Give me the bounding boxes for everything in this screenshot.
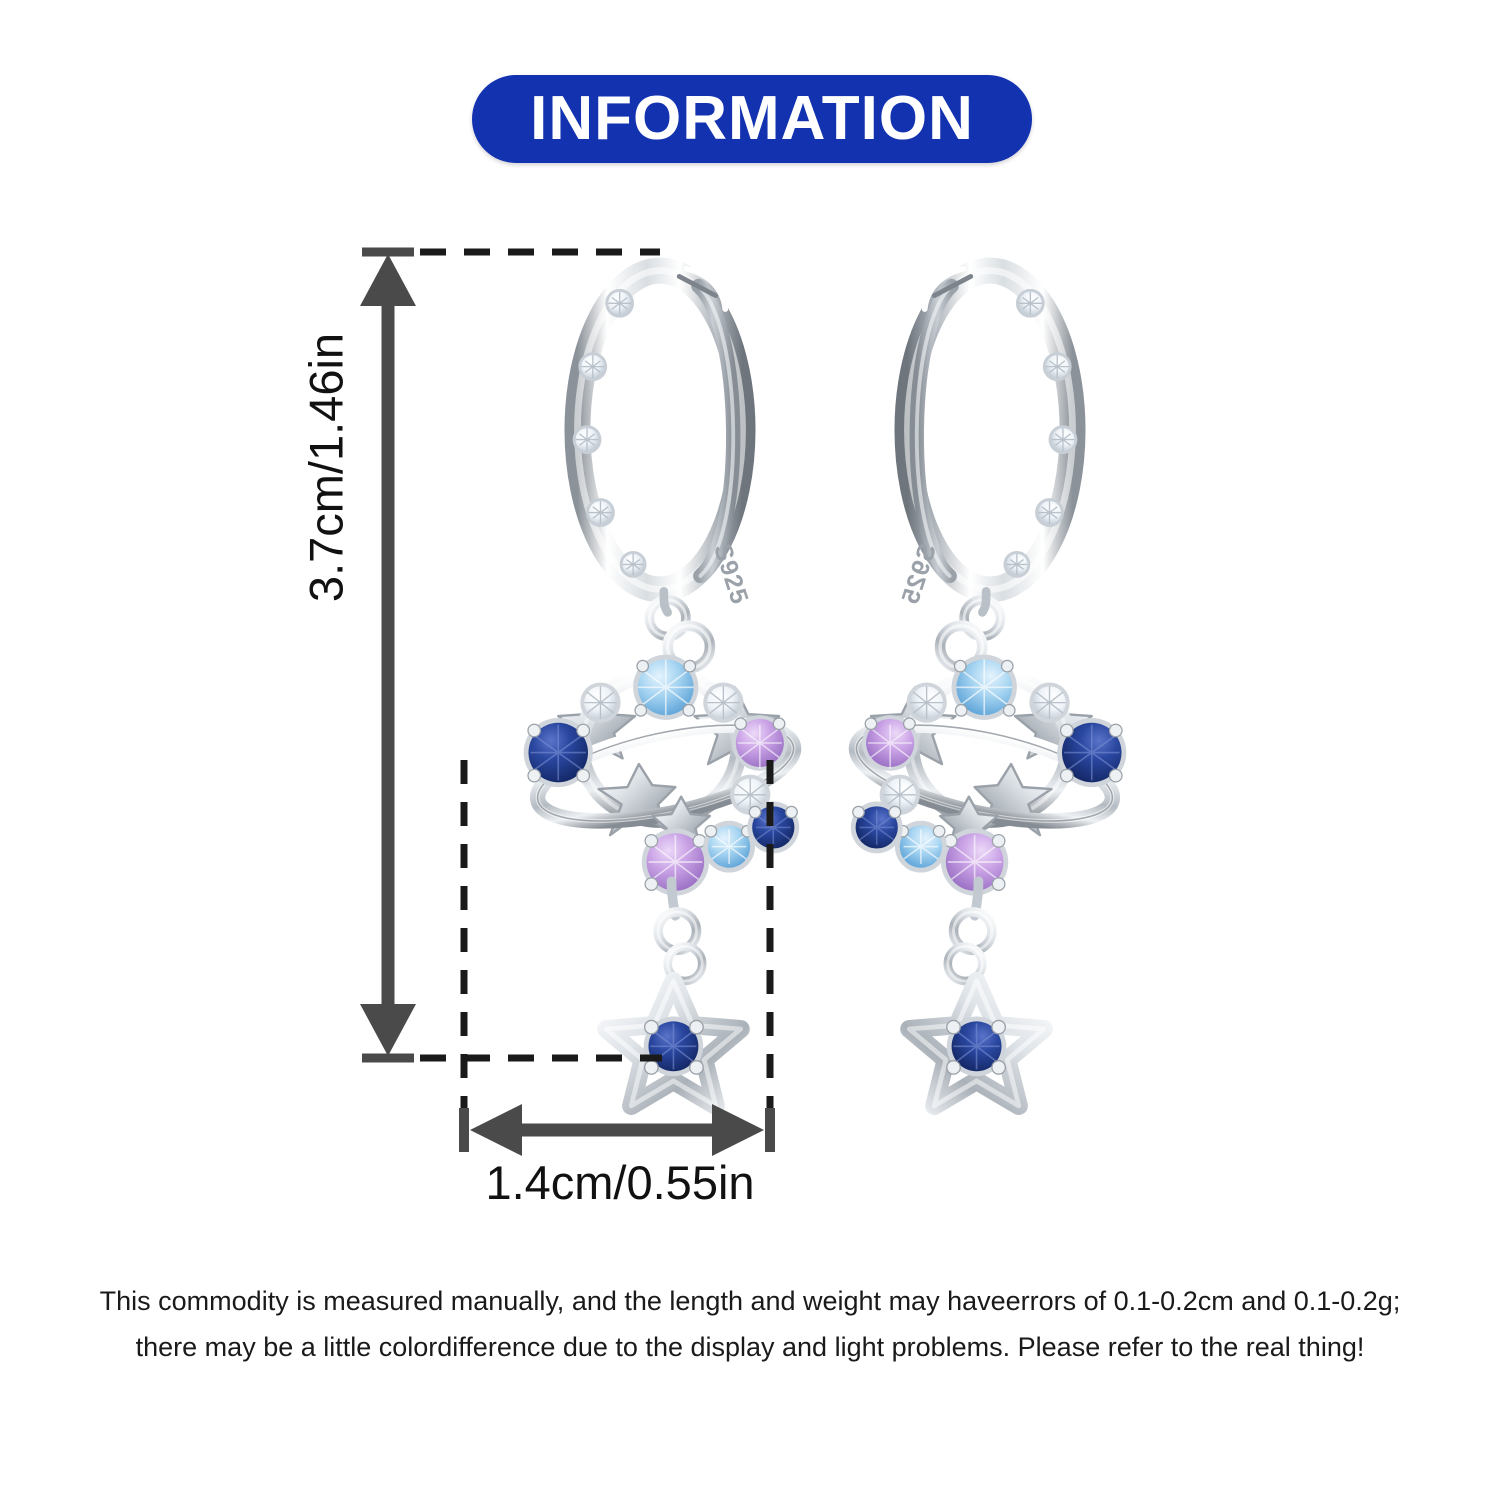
earring-right [848, 269, 1126, 1106]
width-dimension-label: 1.4cm/0.55in [485, 1156, 755, 1209]
dimension-guides [360, 247, 775, 1156]
width-arrow-head-left [470, 1104, 522, 1156]
width-arrow-head-right [712, 1104, 764, 1156]
height-arrow-head-bottom [360, 1004, 416, 1056]
information-badge: INFORMATION [472, 75, 1032, 163]
product-diagram: S925 [0, 180, 1500, 1260]
height-arrow-head-top [360, 254, 416, 306]
header: INFORMATION [0, 0, 1500, 180]
disclaimer-line-2: there may be a little colordifference du… [135, 1332, 1365, 1362]
disclaimer-line-1: This commodity is measured manually, and… [99, 1286, 1401, 1316]
product-illustration: S925 [360, 247, 1500, 1156]
disclaimer: This commodity is measured manually, and… [0, 1278, 1500, 1370]
information-badge-label: INFORMATION [530, 84, 974, 153]
earring-left [524, 269, 802, 1106]
